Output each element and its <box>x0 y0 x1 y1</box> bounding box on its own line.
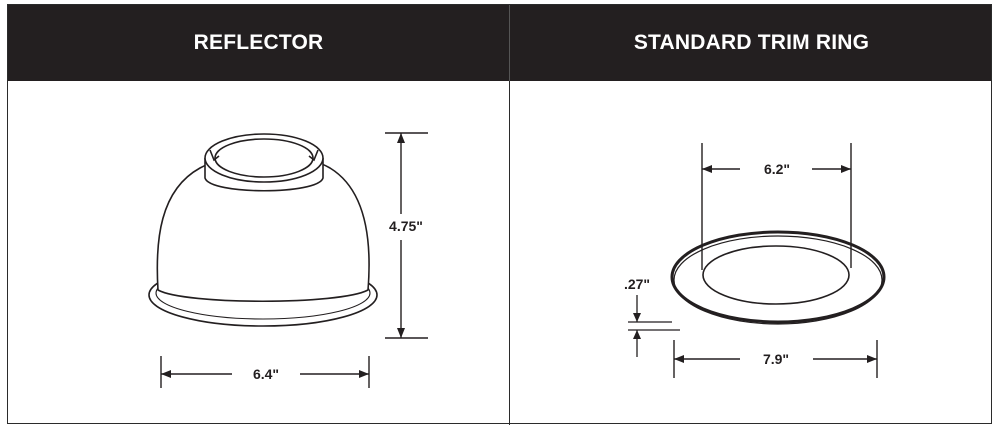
trim-inner-dimension <box>701 143 852 270</box>
trim-thickness-dimension <box>628 295 680 357</box>
reflector-height-label: 4.75" <box>389 218 423 234</box>
reflector-width-label: 6.4" <box>253 366 279 382</box>
trim-ring-drawing <box>670 230 886 325</box>
reflector-heading: REFLECTOR <box>193 31 324 54</box>
trim-outer-dimension <box>673 340 878 378</box>
reflector-height-dimension <box>385 132 428 339</box>
reflector-width-dimension <box>160 356 370 388</box>
trim-outer-label: 7.9" <box>763 351 789 367</box>
header-divider <box>509 5 510 81</box>
reflector-drawing <box>148 133 378 327</box>
trim-inner-label: 6.2" <box>764 161 790 177</box>
trim-ring-heading: STANDARD TRIM RING <box>633 31 870 54</box>
trim-thickness-label: .27" <box>624 276 650 292</box>
header-bar <box>8 5 991 81</box>
panel-divider <box>509 81 510 425</box>
